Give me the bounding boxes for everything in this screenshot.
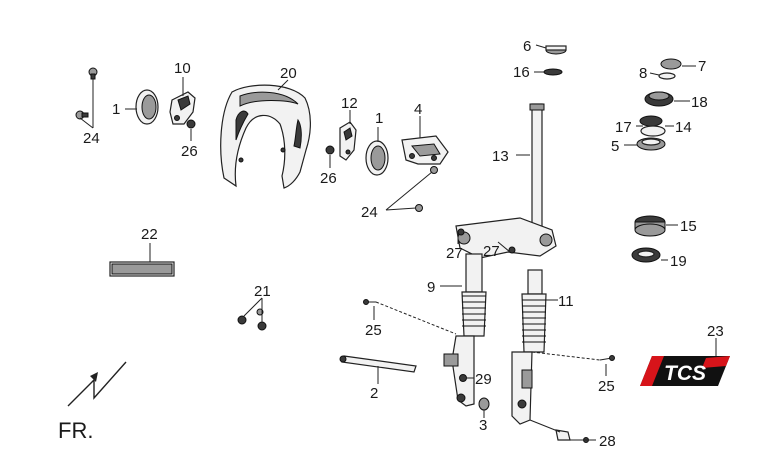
callout-7: 7 bbox=[698, 58, 706, 75]
bolt-24-middle-b bbox=[415, 204, 423, 212]
bolt-25-left bbox=[363, 299, 376, 305]
bearing-19 bbox=[631, 247, 661, 263]
callout-4: 4 bbox=[414, 101, 422, 118]
callout-5: 5 bbox=[611, 138, 619, 155]
washer-8 bbox=[658, 72, 676, 80]
bearing-17 bbox=[639, 115, 663, 127]
nut-26-middle bbox=[325, 145, 335, 155]
bracket-12 bbox=[339, 121, 357, 161]
bolt-27-left bbox=[457, 228, 465, 236]
callout-26-middle: 26 bbox=[320, 170, 337, 187]
collar-3 bbox=[478, 397, 490, 411]
bearing-race-18 bbox=[644, 91, 674, 107]
callout-10: 10 bbox=[174, 60, 191, 77]
fork-leg-9 bbox=[443, 253, 487, 407]
bolt-24-upper-left bbox=[88, 67, 98, 80]
bolt-24-middle-a bbox=[430, 166, 438, 174]
callout-29: 29 bbox=[475, 371, 492, 388]
steering-stem-13 bbox=[455, 103, 557, 259]
axle-2 bbox=[339, 355, 417, 373]
cap-6 bbox=[545, 45, 567, 55]
callout-27-right: 27 bbox=[483, 243, 500, 260]
callout-23: 23 bbox=[707, 323, 724, 340]
callout-20: 20 bbox=[280, 65, 297, 82]
callout-17: 17 bbox=[615, 119, 632, 136]
washer-16 bbox=[543, 68, 563, 76]
callout-18: 18 bbox=[691, 94, 708, 111]
front-fender-20 bbox=[220, 84, 311, 189]
callout-24-left: 24 bbox=[83, 130, 100, 147]
nut-7 bbox=[660, 58, 682, 70]
bearing-14 bbox=[640, 125, 666, 137]
bearing-cone-5 bbox=[636, 137, 666, 151]
bolt-25-right bbox=[599, 355, 615, 361]
callout-12: 12 bbox=[341, 95, 358, 112]
callout-11: 11 bbox=[558, 293, 574, 310]
bolt-29 bbox=[459, 374, 467, 382]
tcs-logo-icon bbox=[640, 356, 730, 386]
bearing-race-15 bbox=[634, 215, 666, 237]
tcs-logo-text: TCS bbox=[664, 362, 706, 385]
bracket-4 bbox=[401, 135, 449, 165]
callout-19: 19 bbox=[670, 253, 687, 270]
bolt-27-right bbox=[508, 246, 516, 254]
callout-2: 2 bbox=[370, 385, 378, 402]
fork-leg-11 bbox=[511, 269, 547, 425]
bolt-28 bbox=[555, 429, 589, 443]
callout-1-middle: 1 bbox=[375, 110, 383, 127]
bracket-10 bbox=[169, 91, 196, 125]
callout-13: 13 bbox=[492, 148, 509, 165]
callout-16: 16 bbox=[513, 64, 530, 81]
reflector-1-middle bbox=[365, 140, 389, 176]
label-plate-22 bbox=[109, 261, 175, 277]
callout-24-middle: 24 bbox=[361, 204, 378, 221]
callout-25-right: 25 bbox=[598, 378, 615, 395]
callout-26-left: 26 bbox=[181, 143, 198, 160]
callout-6: 6 bbox=[523, 38, 531, 55]
front-direction-label: FR. bbox=[58, 418, 93, 443]
callout-25-left: 25 bbox=[365, 322, 382, 339]
callout-3: 3 bbox=[479, 417, 487, 434]
front-direction-arrow-icon bbox=[67, 361, 127, 407]
reflector-1-left bbox=[135, 89, 159, 125]
callout-28: 28 bbox=[599, 433, 616, 450]
callout-14: 14 bbox=[675, 119, 692, 136]
callout-22: 22 bbox=[141, 226, 158, 243]
callout-21: 21 bbox=[254, 283, 271, 300]
bolt-24-lower-left bbox=[75, 110, 89, 120]
callout-15: 15 bbox=[680, 218, 697, 235]
callout-8: 8 bbox=[639, 65, 647, 82]
callout-9: 9 bbox=[427, 279, 435, 296]
nut-26-left bbox=[186, 119, 196, 129]
callout-27-left: 27 bbox=[446, 245, 463, 262]
callout-1-left: 1 bbox=[112, 101, 120, 118]
